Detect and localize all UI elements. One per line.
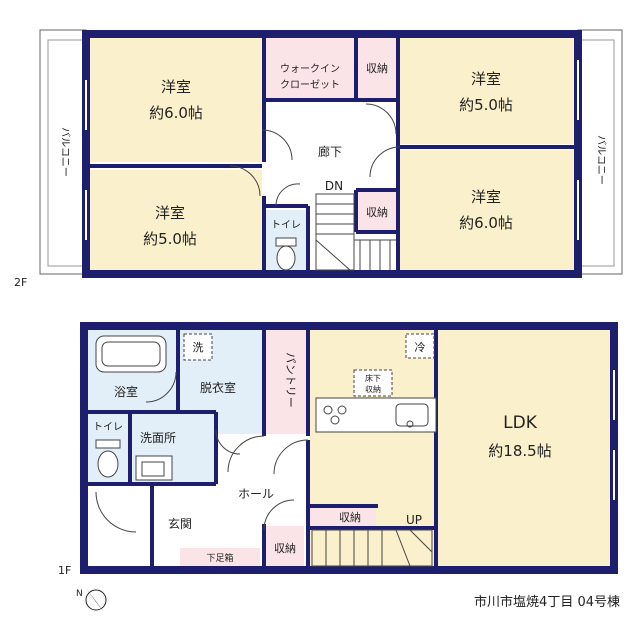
storage-1f-hall — [266, 526, 304, 566]
doors-1f — [95, 371, 309, 533]
wall-2f-outer — [82, 30, 582, 278]
north-arrow-icon: N — [76, 588, 107, 612]
walk-in-closet — [266, 38, 354, 98]
ldk-area — [310, 330, 610, 566]
wic-label-1: ウォークイン — [280, 63, 340, 75]
stove-icon — [323, 405, 333, 415]
underfloor-storage — [353, 369, 393, 397]
toilet-icon — [276, 245, 296, 271]
stairs-1f — [311, 529, 433, 567]
toilet-1f-icon — [97, 450, 119, 478]
toilet-1f-label: トイレ — [93, 422, 123, 433]
room-2f-se-size: 約6.0帖 — [459, 214, 513, 232]
doors-2f — [229, 103, 401, 207]
room-2f-nw-size: 約6.0帖 — [149, 104, 203, 122]
floor-1f-label: 1F — [58, 564, 71, 577]
shoe-box-label: 下足箱 — [206, 552, 233, 564]
balcony-right-outline — [577, 29, 623, 275]
underfloor-label-2: 収納 — [365, 384, 381, 394]
underfloor-label-1: 床下 — [365, 373, 381, 383]
room-2f-nw — [90, 38, 262, 162]
hall-1f-label: ホール — [238, 487, 274, 501]
floor-2f-label: 2F — [14, 276, 27, 289]
storage-2f-top — [358, 38, 396, 98]
storage-1f-stair — [310, 508, 376, 526]
storage-1f-hall-label: 収納 — [274, 542, 296, 555]
balcony-left-label: バルコニー — [59, 127, 71, 177]
washer-space — [183, 333, 213, 361]
room-2f-sw-size: 約5.0帖 — [143, 230, 197, 248]
dressing-label: 脱衣室 — [200, 380, 236, 395]
hall-2f-label: 廊下 — [318, 144, 342, 159]
balcony-right-label: バルコニー — [595, 135, 607, 185]
kitchen-counter — [315, 397, 437, 433]
room-2f-ne-name: 洋室 — [471, 70, 501, 88]
storage-2f-mid-label: 収納 — [366, 206, 388, 219]
property-name: 市川市塩焼4丁目 04号棟 — [474, 594, 620, 610]
room-2f-se-name: 洋室 — [471, 188, 501, 206]
room-2f-ne-size: 約5.0帖 — [459, 96, 513, 114]
room-2f-sw-name: 洋室 — [155, 204, 185, 222]
room-2f-sw — [90, 170, 262, 270]
walls-2f-inner — [86, 34, 578, 274]
stairs-2f — [315, 193, 396, 271]
storage-2f-top-label: 収納 — [366, 62, 388, 75]
bath-label: 浴室 — [114, 384, 138, 399]
washroom-label: 洗面所 — [140, 431, 176, 445]
bathtub-icon — [95, 335, 167, 373]
toilet-2f-label: トイレ — [271, 220, 301, 231]
svg-text:N: N — [76, 589, 83, 599]
pantry-label: パントリー — [284, 352, 297, 408]
room-2f-ne — [400, 38, 574, 144]
floor-1f: LDK 約18.5帖 浴室 脱衣室 洗 洗面所 トイレ パントリー 冷 床下 収… — [58, 322, 618, 577]
storage-1f-stair-label: 収納 — [339, 511, 361, 524]
stairs-up-label: UP — [406, 513, 422, 527]
pantry — [266, 330, 308, 434]
entrance-label: 玄関 — [168, 516, 192, 531]
ldk-size: 約18.5帖 — [488, 442, 551, 460]
wic-label-2: クローゼット — [280, 79, 340, 91]
fridge-space — [405, 333, 435, 359]
stairs-dn-label: DN — [325, 179, 343, 193]
storage-2f-mid — [358, 192, 396, 230]
shoe-box — [180, 548, 260, 566]
walls-1f-inner — [84, 326, 438, 570]
floor-2f: 洋室 約6.0帖 洋室 約5.0帖 洋室 約5.0帖 洋室 約6.0帖 ウォーク… — [14, 29, 623, 289]
ldk-name: LDK — [503, 413, 538, 433]
room-2f-se — [400, 150, 574, 270]
fridge-label: 冷 — [415, 341, 426, 354]
washer-label: 洗 — [193, 341, 204, 354]
room-2f-nw-name: 洋室 — [161, 78, 191, 96]
